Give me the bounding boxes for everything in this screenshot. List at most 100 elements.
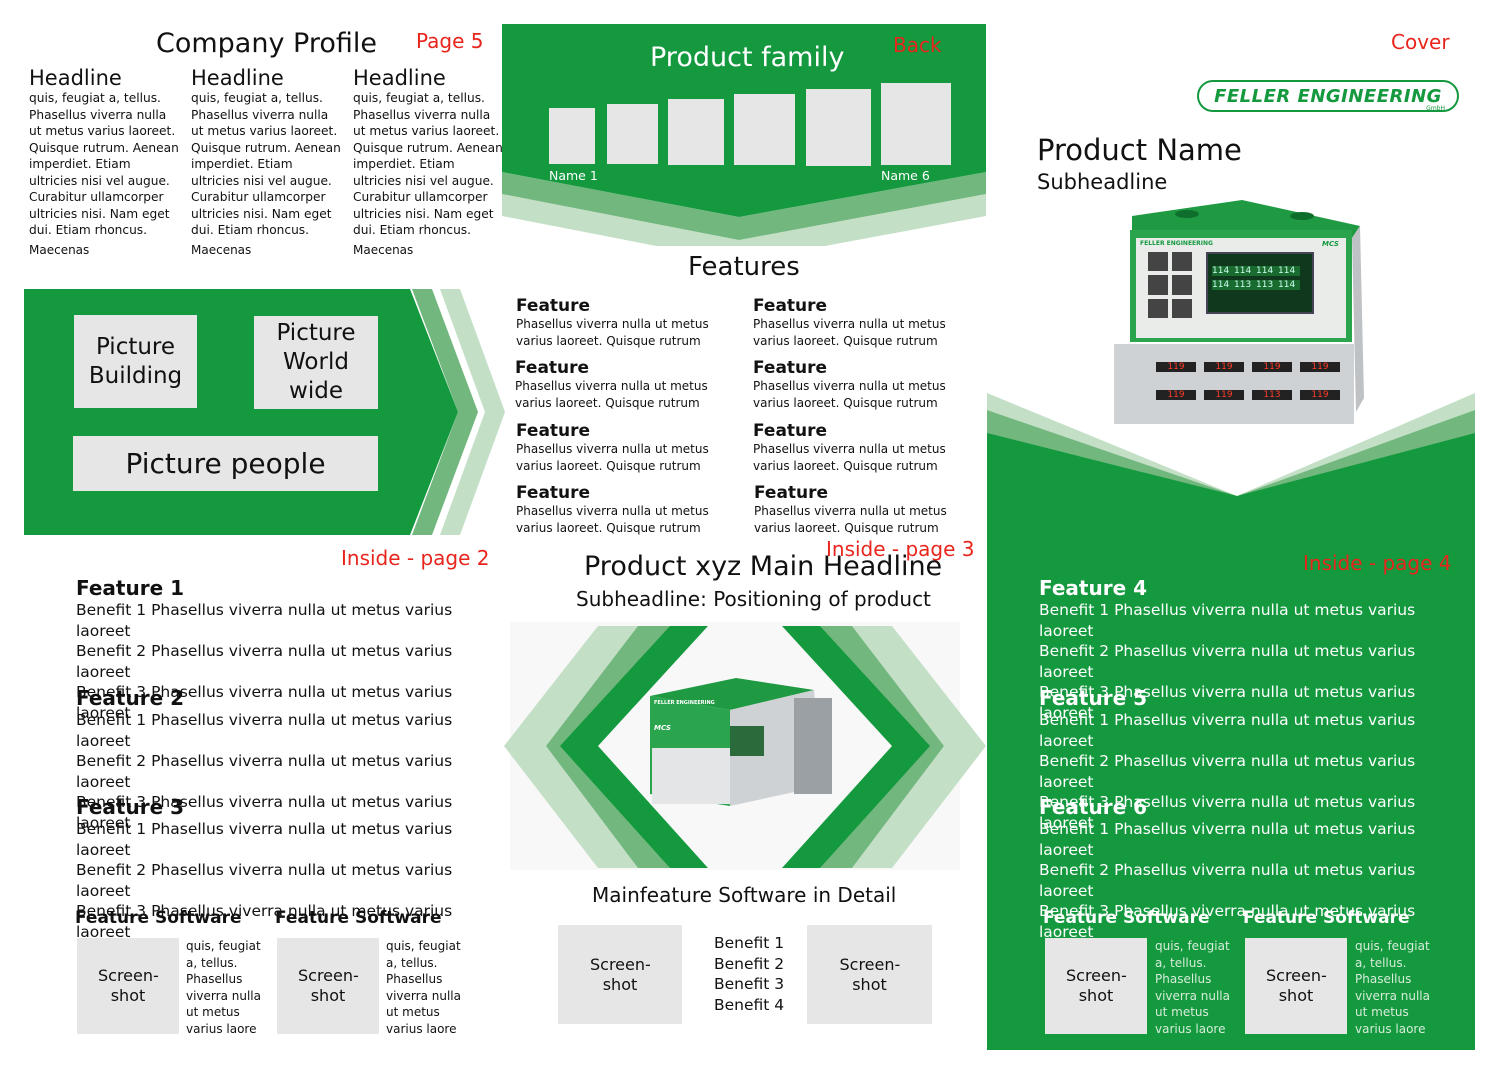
benefit-line: Benefit 3 Phasellus viverra nulla ut met… (76, 683, 453, 722)
page3-subheadline: Subheadline: Positioning of product (576, 587, 931, 611)
family-box-4 (734, 94, 795, 165)
family-box-5 (806, 89, 871, 166)
screen-grid: 114 114 114 114 114 113 113 114 (1212, 266, 1300, 290)
benefit-item: Benefit 2 (714, 954, 785, 973)
device-large-model: MCS (654, 724, 671, 732)
page3-headline: Product xyz Main Headline (584, 551, 943, 582)
screenshot-label: Screen-shot (590, 954, 651, 994)
screenshot-placeholder: Screen-shot (77, 938, 179, 1034)
benefit-line: Benefit 1 Phasellus viverra nulla ut met… (1039, 820, 1416, 859)
benefit-line: Benefit 1 Phasellus viverra nulla ut met… (1039, 711, 1416, 750)
software-text: quis, feugiat a, tellus. Phasellus viver… (1355, 939, 1430, 1036)
feature-item: Feature Phasellus viverra nulla ut metus… (753, 296, 983, 350)
feature-title: Feature (754, 483, 829, 503)
feature-title: Feature (753, 296, 828, 316)
page2-feature-3: Feature 3 Benefit 1 Phasellus viverra nu… (76, 795, 496, 942)
screen-reading: 114 (1256, 266, 1278, 276)
software-title: Feature Software (1243, 908, 1410, 928)
product-name: Product Name (1037, 133, 1242, 167)
feature-text: Phasellus viverra nulla ut metus varius … (754, 504, 947, 535)
picture-building-placeholder: Picture Building (74, 315, 197, 408)
benefit-line: Benefit 2 Phasellus viverra nulla ut met… (76, 752, 453, 791)
page4-feature-4: Feature 4 Benefit 1 Phasellus viverra nu… (1039, 576, 1459, 723)
family-box-6 (881, 83, 951, 165)
banner-mid-stripe (502, 172, 986, 240)
device-large-image: FELLER ENGINEERING MCS (646, 674, 836, 830)
column-text: quis, feugiat a, tellus. Phasellus viver… (353, 91, 503, 237)
product-subheadline: Subheadline (1037, 170, 1168, 194)
family-box-2 (607, 104, 658, 164)
feature-item: Feature Phasellus viverra nulla ut metus… (516, 483, 746, 537)
product-family-title: Product family (650, 42, 845, 73)
cover-main (987, 433, 1475, 1050)
benefit-line: Benefit 1 Phasellus viverra nulla ut met… (1039, 601, 1416, 640)
display-reading: 119 (1300, 390, 1340, 400)
screenshot-placeholder: Screen-shot (1245, 938, 1347, 1034)
display-reading: 119 (1204, 362, 1244, 372)
page2-label: Inside - page 2 (341, 546, 490, 570)
feature-item: Feature Phasellus viverra nulla ut metus… (754, 483, 984, 537)
feature-text: Phasellus viverra nulla ut metus varius … (516, 504, 709, 535)
benefit-line: Benefit 2 Phasellus viverra nulla ut met… (1039, 861, 1416, 900)
feature-text: Phasellus viverra nulla ut metus varius … (516, 317, 709, 348)
feature-title: Feature (516, 421, 591, 441)
benefit-line: Benefit 3 Phasellus viverra nulla ut met… (1039, 683, 1416, 722)
device-large-brand: FELLER ENGINEERING (654, 700, 715, 706)
software-text: quis, feugiat a, tellus. Phasellus viver… (186, 939, 261, 1036)
feature-text: Phasellus viverra nulla ut metus varius … (516, 442, 709, 473)
display-reading: 119 (1252, 362, 1292, 372)
page5-label: Page 5 (416, 29, 484, 53)
feature-title: Feature 4 (1039, 576, 1148, 600)
picture-people-label: Picture people (125, 447, 326, 480)
feature-title: Feature 6 (1039, 795, 1148, 819)
feature-title: Feature 5 (1039, 686, 1148, 710)
arrow-light-stripe (440, 289, 505, 535)
feature-text: Phasellus viverra nulla ut metus varius … (753, 442, 946, 473)
feature-item: Feature Phasellus viverra nulla ut metus… (516, 296, 746, 350)
software-text: quis, feugiat a, tellus. Phasellus viver… (1155, 939, 1230, 1036)
page2-feature-2: Feature 2 Benefit 1 Phasellus viverra nu… (76, 686, 496, 833)
screen-reading: 113 (1256, 280, 1278, 290)
banner-light-stripe (502, 194, 986, 246)
screenshot-placeholder: Screen-shot (807, 925, 932, 1024)
page5-title: Company Profile (156, 28, 377, 59)
column-text: quis, feugiat a, tellus. Phasellus viver… (191, 91, 341, 237)
display-reading: 119 (1156, 390, 1196, 400)
screenshot-placeholder: Screen-shot (1045, 938, 1147, 1034)
page5-column-1: Headline quis, feugiat a, tellus. Phasel… (29, 66, 179, 257)
benefit-line: Benefit 1 Phasellus viverra nulla ut met… (76, 601, 453, 640)
cover-label: Cover (1391, 30, 1450, 54)
column-headline: Headline (191, 66, 284, 90)
screenshot-placeholder: Screen-shot (558, 925, 682, 1024)
feature-title: Feature (515, 358, 590, 378)
features-title: Features (688, 252, 800, 282)
arrow-mid-stripe (412, 289, 478, 535)
feature-title: Feature (753, 358, 828, 378)
column-headline: Headline (353, 66, 446, 90)
screen-reading: 114 (1212, 280, 1234, 290)
screen-reading: 114 (1234, 266, 1256, 276)
family-box-3 (668, 99, 724, 165)
screenshot-label: Screen-shot (98, 966, 159, 1005)
benefit-line: Benefit 1 Phasellus viverra nulla ut met… (76, 820, 453, 859)
screenshot-label: Screen-shot (839, 954, 901, 994)
right-outer-chevron (852, 626, 986, 868)
feature-text: Phasellus viverra nulla ut metus varius … (753, 317, 946, 348)
device-brand: FELLER ENGINEERING (1140, 240, 1213, 247)
benefit-item: Benefit 1 (714, 934, 785, 952)
brand-logo: FELLER ENGINEERING GmbH (1197, 80, 1459, 112)
feature-item: Feature Phasellus viverra nulla ut metus… (516, 421, 746, 475)
device-key-icon (1148, 275, 1168, 295)
page3-label: Inside - page 3 (826, 537, 975, 561)
device-image: FELLER ENGINEERING MCS 114 114 114 114 1… (1112, 198, 1364, 426)
right-inner-chevron (782, 626, 930, 868)
display-reading: 119 (1156, 362, 1196, 372)
device-display-row: 119 119 119 119 119 119 113 119 (1156, 362, 1346, 400)
screenshot-label: Screen-shot (298, 966, 359, 1005)
device-key-icon (1148, 298, 1168, 318)
column-tail: Maecenas (353, 242, 414, 257)
page5-column-3: Headline quis, feugiat a, tellus. Phasel… (353, 66, 503, 257)
brand-logo-text: FELLER ENGINEERING (1214, 85, 1442, 107)
feature-item: Feature Phasellus viverra nulla ut metus… (753, 358, 983, 412)
left-inner-chevron (560, 626, 708, 868)
